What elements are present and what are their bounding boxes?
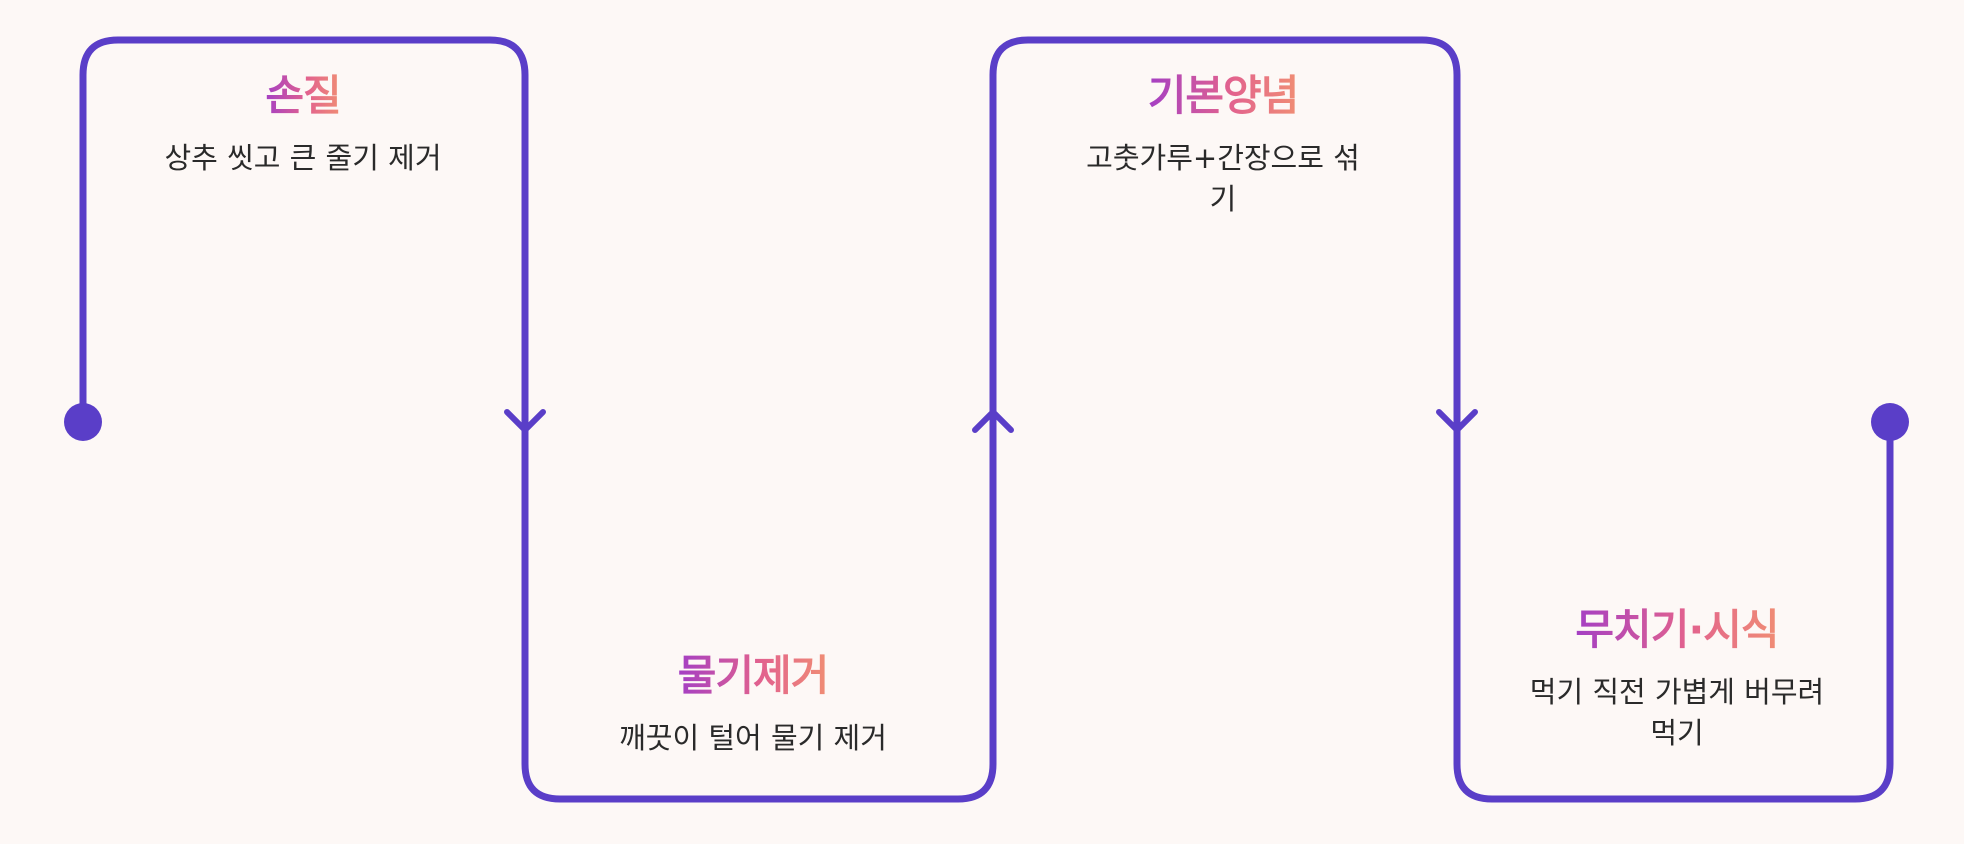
step-title: 손질 <box>265 71 341 120</box>
end-dot <box>1871 403 1909 441</box>
step-dry: 물기제거 깨끗이 털어 물기 제거 <box>593 651 913 759</box>
step-title: 물기제거 <box>677 651 830 700</box>
step-trim: 손질 상추 씻고 큰 줄기 제거 <box>143 71 463 179</box>
step-title: 기본양념 <box>1147 71 1300 120</box>
step-description: 먹기 직전 가볍게 버무려 먹기 <box>1529 675 1825 751</box>
step-description: 깨끗이 털어 물기 제거 <box>619 721 887 756</box>
step-description: 상추 씻고 큰 줄기 제거 <box>164 141 442 176</box>
serpentine-connector-line <box>79 36 1894 803</box>
step-title: 무치기·시식 <box>1575 605 1779 654</box>
step-seasoning: 기본양념 고춧가루+간장으로 섞기 <box>1063 71 1383 220</box>
arrow-down-icon <box>504 409 546 433</box>
step-description: 고춧가루+간장으로 섞기 <box>1086 141 1360 217</box>
step-mix-and-taste: 무치기·시식 먹기 직전 가볍게 버무려 먹기 <box>1517 605 1837 754</box>
arrow-up-icon <box>972 409 1014 433</box>
start-dot <box>64 403 102 441</box>
arrow-down-icon <box>1436 409 1478 433</box>
